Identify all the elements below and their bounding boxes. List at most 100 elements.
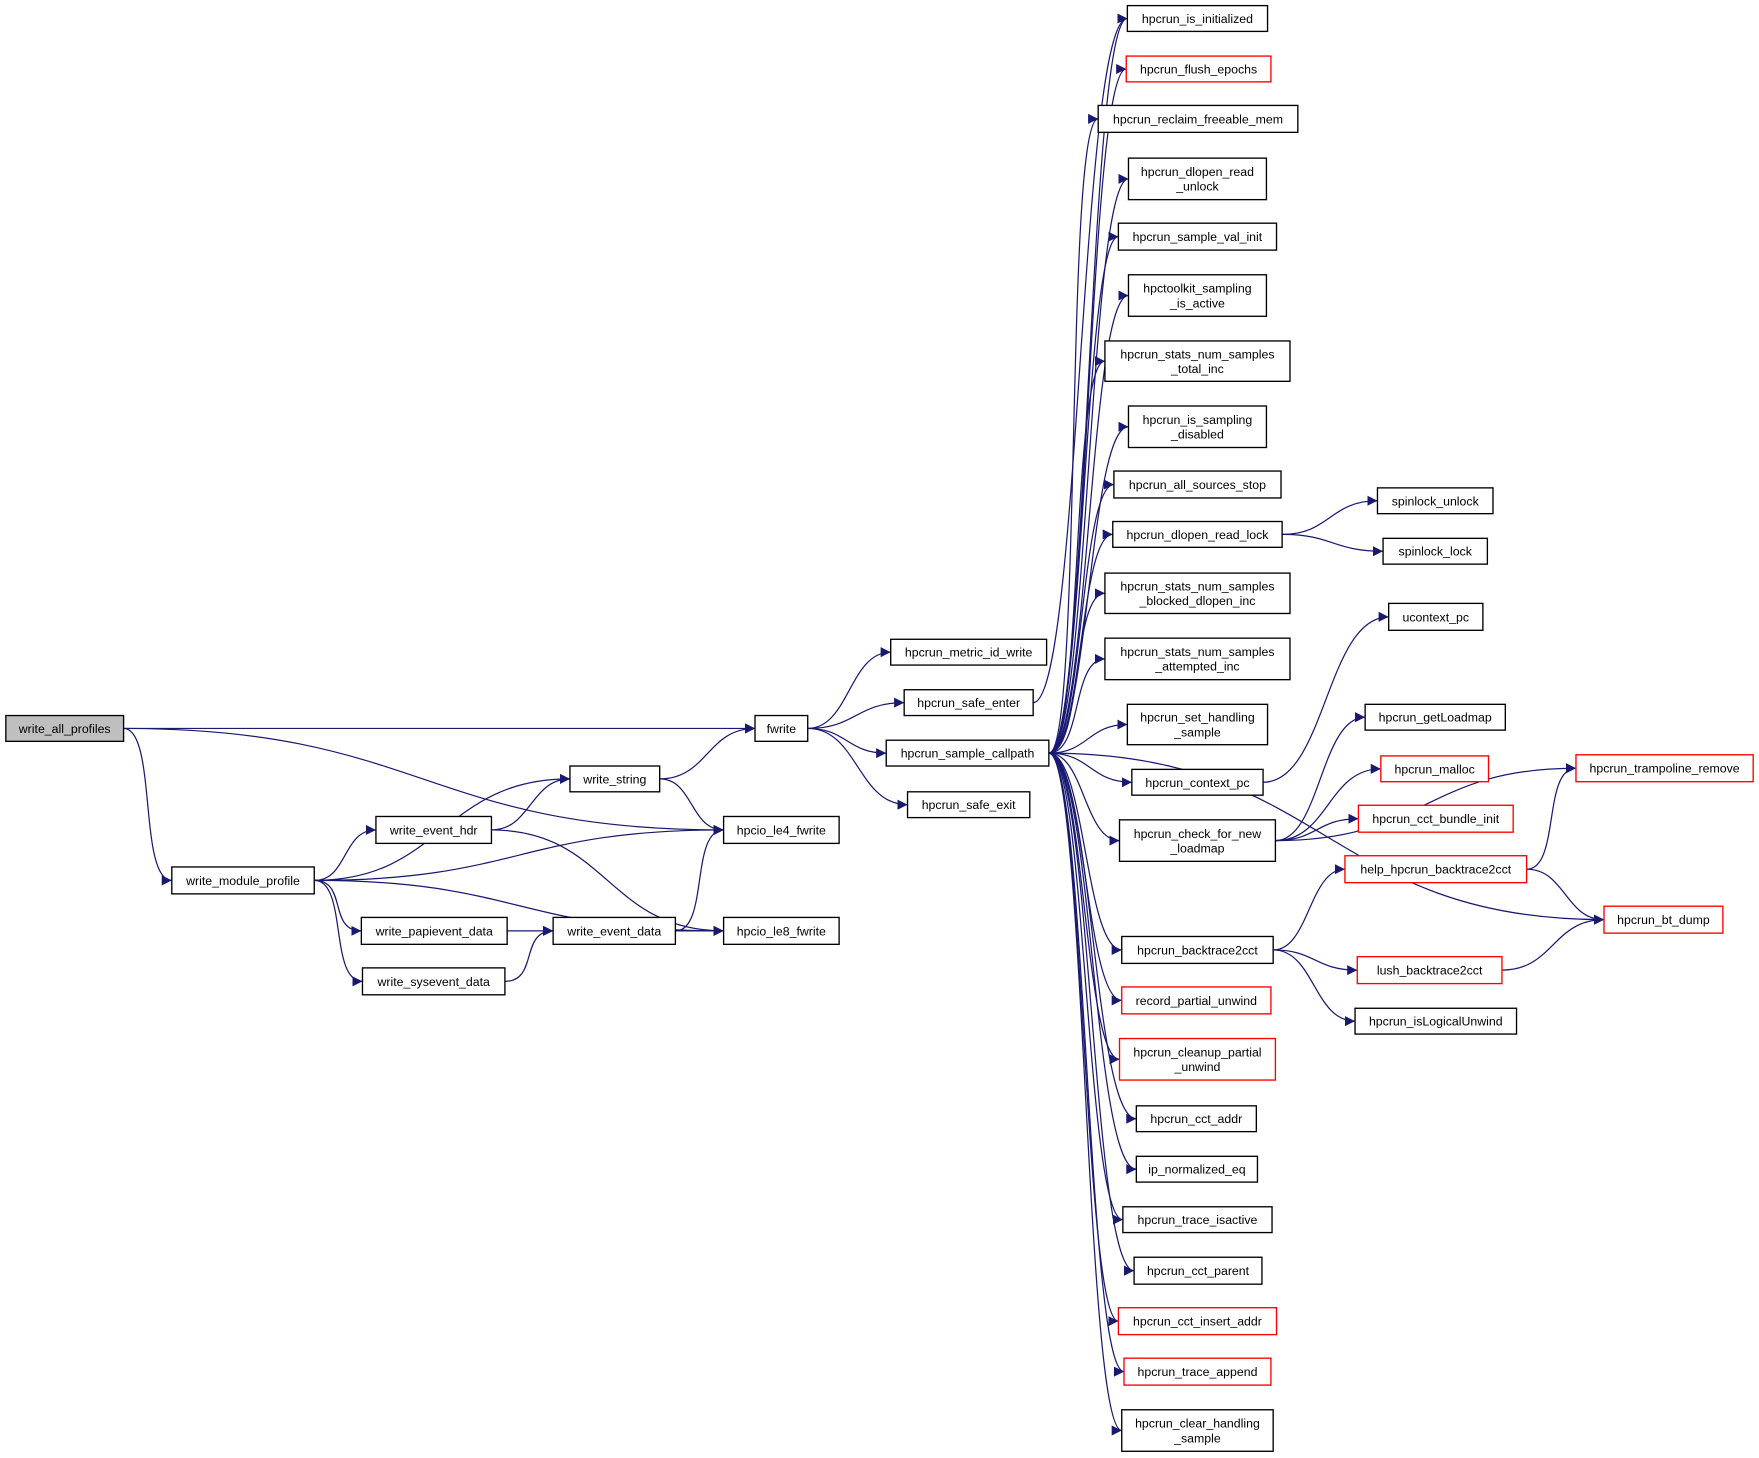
node-box[interactable]	[1356, 955, 1503, 985]
node-box[interactable]	[1125, 55, 1272, 83]
node-hpcrun_check_for_new_loadmap[interactable]: hpcrun_check_for_new_loadmap	[1118, 819, 1277, 863]
node-box[interactable]	[569, 765, 661, 793]
node-box[interactable]	[1376, 487, 1494, 515]
node-hpcrun_trace_append[interactable]: hpcrun_trace_append	[1123, 1357, 1272, 1386]
node-box[interactable]	[1126, 4, 1269, 33]
node-box[interactable]	[890, 638, 1048, 666]
node-write_papievent_data[interactable]: write_papievent_data	[360, 916, 508, 946]
node-hpcrun_is_sampling_disabled[interactable]: hpcrun_is_sampling_disabled	[1127, 405, 1268, 449]
node-box[interactable]	[1344, 855, 1528, 884]
node-lush_backtrace2cct[interactable]: lush_backtrace2cct	[1356, 955, 1503, 985]
node-fwrite[interactable]: fwrite	[754, 714, 809, 743]
node-ucontext_pc[interactable]: ucontext_pc	[1388, 602, 1484, 631]
node-hpcrun_reclaim_freeable_mem[interactable]: hpcrun_reclaim_freeable_mem	[1097, 104, 1299, 134]
node-box[interactable]	[1382, 537, 1489, 565]
node-box[interactable]	[1121, 935, 1274, 965]
node-hpcrun_cct_parent[interactable]: hpcrun_cct_parent	[1133, 1256, 1263, 1285]
node-box[interactable]	[1121, 986, 1272, 1015]
node-hpcrun_isLogicalUnwind[interactable]: hpcrun_isLogicalUnwind	[1354, 1007, 1518, 1035]
node-box[interactable]	[1118, 819, 1277, 863]
node-hpcrun_trace_isactive[interactable]: hpcrun_trace_isactive	[1122, 1206, 1273, 1234]
node-write_event_data[interactable]: write_event_data	[552, 916, 677, 946]
node-hpcrun_cct_insert_addr[interactable]: hpcrun_cct_insert_addr	[1117, 1307, 1278, 1336]
node-hpcrun_trampoline_remove[interactable]: hpcrun_trampoline_remove	[1575, 754, 1754, 783]
node-box[interactable]	[1122, 1206, 1273, 1234]
node-write_sysevent_data[interactable]: write_sysevent_data	[361, 967, 506, 996]
node-box[interactable]	[1575, 754, 1754, 783]
node-ip_normalized_eq[interactable]: ip_normalized_eq	[1135, 1155, 1259, 1183]
node-hpcrun_stats_num_samples_blocked_dlopen_inc[interactable]: hpcrun_stats_num_samples_blocked_dlopen_…	[1104, 572, 1291, 615]
node-box[interactable]	[1133, 1256, 1263, 1285]
node-box[interactable]	[906, 791, 1031, 819]
node-hpcrun_context_pc[interactable]: hpcrun_context_pc	[1131, 768, 1264, 796]
node-hpcrun_flush_epochs[interactable]: hpcrun_flush_epochs	[1125, 55, 1272, 83]
node-box[interactable]	[552, 916, 677, 946]
node-box[interactable]	[1364, 703, 1506, 731]
node-box[interactable]	[754, 714, 809, 743]
node-box[interactable]	[1127, 405, 1268, 449]
node-record_partial_unwind[interactable]: record_partial_unwind	[1121, 986, 1272, 1015]
node-hpcrun_safe_exit[interactable]: hpcrun_safe_exit	[906, 791, 1031, 819]
node-box[interactable]	[722, 916, 840, 946]
node-box[interactable]	[1104, 572, 1291, 615]
node-box[interactable]	[1126, 703, 1269, 746]
node-hpcrun_malloc[interactable]: hpcrun_malloc	[1380, 755, 1490, 783]
node-box[interactable]	[1123, 1357, 1272, 1386]
node-help_hpcrun_backtrace2cct[interactable]: help_hpcrun_backtrace2cct	[1344, 855, 1528, 884]
node-hpcrun_sample_callpath[interactable]: hpcrun_sample_callpath	[885, 739, 1050, 767]
node-box[interactable]	[903, 689, 1034, 717]
node-box[interactable]	[885, 739, 1050, 767]
node-box[interactable]	[1097, 104, 1299, 134]
node-hpcio_le4_fwrite[interactable]: hpcio_le4_fwrite	[722, 815, 840, 845]
node-hpcio_le8_fwrite[interactable]: hpcio_le8_fwrite	[722, 916, 840, 946]
node-box[interactable]	[1131, 768, 1264, 796]
node-box[interactable]	[1135, 1105, 1258, 1133]
node-box[interactable]	[171, 866, 315, 895]
node-box[interactable]	[1112, 520, 1283, 548]
node-write_all_profiles[interactable]: write_all_profiles	[5, 714, 125, 743]
node-hpcrun_metric_id_write[interactable]: hpcrun_metric_id_write	[890, 638, 1048, 666]
node-box[interactable]	[1357, 804, 1514, 833]
node-hpcrun_dlopen_read_unlock[interactable]: hpcrun_dlopen_read_unlock	[1127, 157, 1268, 201]
node-box[interactable]	[360, 916, 508, 946]
node-box[interactable]	[361, 967, 506, 996]
node-hpcrun_cleanup_partial_unwind[interactable]: hpcrun_cleanup_partial_unwind	[1118, 1037, 1277, 1081]
node-hpcrun_safe_enter[interactable]: hpcrun_safe_enter	[903, 689, 1034, 717]
node-hpcrun_set_handling_sample[interactable]: hpcrun_set_handling_sample	[1126, 703, 1269, 746]
node-box[interactable]	[1135, 1155, 1259, 1183]
node-box[interactable]	[1127, 274, 1268, 317]
node-box[interactable]	[722, 815, 840, 845]
node-hpcrun_stats_num_samples_total_inc[interactable]: hpcrun_stats_num_samples_total_inc	[1104, 340, 1291, 382]
node-box[interactable]	[1380, 755, 1490, 783]
node-box[interactable]	[1113, 470, 1282, 499]
node-hpcrun_is_initialized[interactable]: hpcrun_is_initialized	[1126, 4, 1269, 33]
node-hpcrun_cct_addr[interactable]: hpcrun_cct_addr	[1135, 1105, 1258, 1133]
node-hpcrun_sample_val_init[interactable]: hpcrun_sample_val_init	[1117, 222, 1278, 251]
node-hpcrun_bt_dump[interactable]: hpcrun_bt_dump	[1603, 905, 1724, 934]
node-hpcrun_dlopen_read_lock[interactable]: hpcrun_dlopen_read_lock	[1112, 520, 1283, 548]
node-box[interactable]	[5, 714, 125, 743]
node-hpcrun_backtrace2cct[interactable]: hpcrun_backtrace2cct	[1121, 935, 1274, 965]
node-hpcrun_all_sources_stop[interactable]: hpcrun_all_sources_stop	[1113, 470, 1282, 499]
node-write_string[interactable]: write_string	[569, 765, 661, 793]
node-hpcrun_getLoadmap[interactable]: hpcrun_getLoadmap	[1364, 703, 1506, 731]
node-hpcrun_cct_bundle_init[interactable]: hpcrun_cct_bundle_init	[1357, 804, 1514, 833]
node-box[interactable]	[1354, 1007, 1518, 1035]
node-write_module_profile[interactable]: write_module_profile	[171, 866, 315, 895]
node-box[interactable]	[1117, 1307, 1278, 1336]
node-box[interactable]	[1127, 157, 1268, 201]
node-box[interactable]	[1603, 905, 1724, 934]
node-box[interactable]	[1104, 340, 1291, 382]
node-write_event_hdr[interactable]: write_event_hdr	[375, 815, 493, 845]
node-box[interactable]	[1121, 1409, 1274, 1452]
node-spinlock_lock[interactable]: spinlock_lock	[1382, 537, 1489, 565]
node-box[interactable]	[1117, 222, 1278, 251]
node-hpcrun_stats_num_samples_attempted_inc[interactable]: hpcrun_stats_num_samples_attempted_inc	[1104, 637, 1291, 681]
node-hpcrun_clear_handling_sample[interactable]: hpcrun_clear_handling_sample	[1121, 1409, 1274, 1452]
node-box[interactable]	[1104, 637, 1291, 681]
node-spinlock_unlock[interactable]: spinlock_unlock	[1376, 487, 1494, 515]
node-box[interactable]	[1388, 602, 1484, 631]
node-box[interactable]	[375, 815, 493, 845]
node-hpctoolkit_sampling_is_active[interactable]: hpctoolkit_sampling_is_active	[1127, 274, 1268, 317]
node-box[interactable]	[1118, 1037, 1277, 1081]
